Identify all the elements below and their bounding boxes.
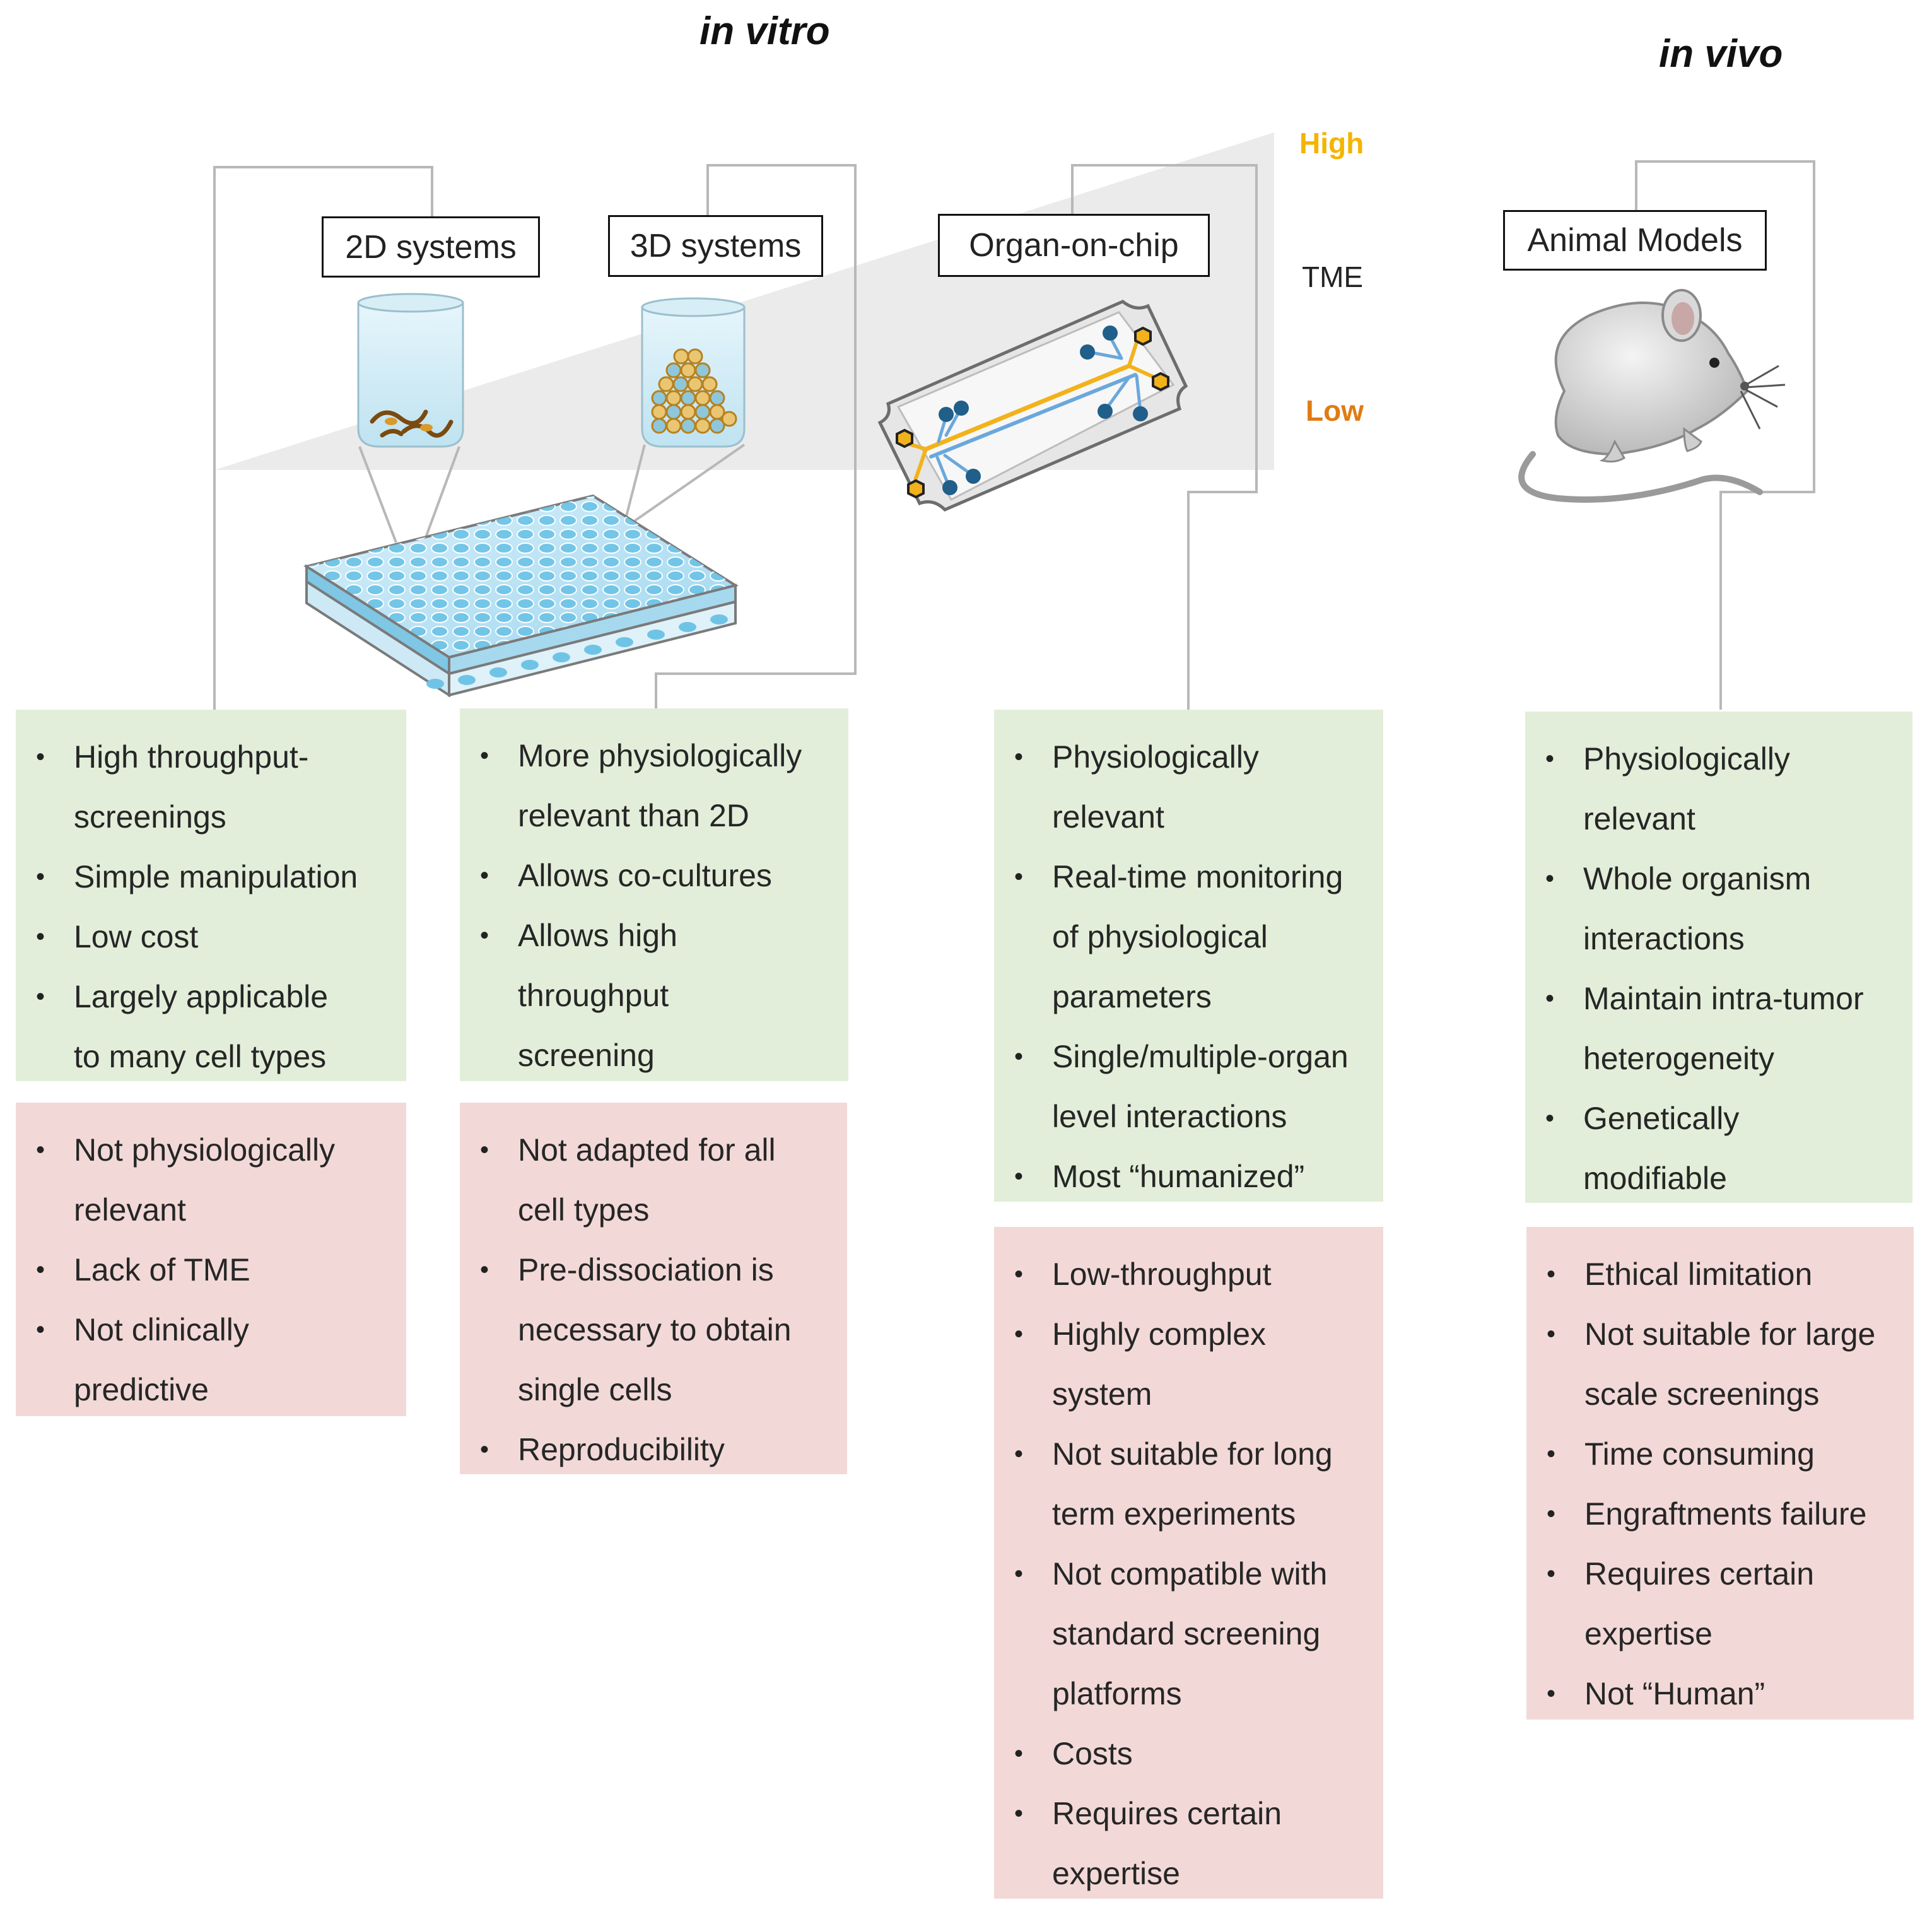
advantage-item: More physiologically relevant than 2D (460, 726, 808, 846)
limitation-item: Reproducibility (460, 1420, 841, 1480)
limitation-item: Ethical limitation (1526, 1245, 1907, 1304)
multiwell-plate (303, 494, 739, 698)
organ-on-chip-device (877, 300, 1188, 512)
tme-low-label: Low (1306, 394, 1364, 427)
advantage-item: Low cost (16, 907, 400, 967)
advantage-item: High throughput-screenings (16, 727, 339, 847)
ooc-advantages-list: Physiologically relevant Real-time monit… (994, 727, 1377, 1207)
3d-spheroid-tube (641, 297, 746, 448)
advantage-item: Largely applicable to many cell types (16, 967, 358, 1087)
limitation-item: Low-throughput (994, 1245, 1377, 1304)
advantage-item: Allows high throughput screening (460, 906, 789, 1086)
2d-advantages-list: High throughput-screenings Simple manipu… (16, 727, 400, 1087)
limitation-item: Requires certain expertise (1526, 1544, 1875, 1664)
2d-limitations-list: Not physiologically relevant Lack of TME… (16, 1120, 400, 1420)
advantage-item: Whole organism interactions (1525, 849, 1848, 969)
limitation-item: Not physiologically relevant (16, 1120, 358, 1240)
3d-advantages-list: More physiologically relevant than 2D Al… (460, 726, 842, 1146)
limitation-item: Pre-dissociation is necessary to obtain … (460, 1240, 833, 1420)
ooc-limitations-box: Low-throughput Highly complex system Not… (994, 1227, 1383, 1899)
limitation-item: Highly complex system (994, 1304, 1292, 1424)
animal-limitations-list: Ethical limitation Not suitable for larg… (1526, 1245, 1907, 1724)
advantage-item: Real-time monitoring of physiological pa… (994, 847, 1355, 1027)
animal-limitations-box: Ethical limitation Not suitable for larg… (1526, 1227, 1914, 1724)
animal-advantages-box: Physiologically relevant Whole organism … (1525, 712, 1912, 1203)
ooc-limitations-list: Low-throughput Highly complex system Not… (994, 1245, 1377, 1904)
animal-advantages-list: Physiologically relevant Whole organism … (1525, 729, 1906, 1209)
model-label-3d-systems: 3D systems (608, 215, 823, 277)
limitation-item: Not adapted for all cell types (460, 1120, 795, 1240)
advantage-item: Physiologically relevant (1525, 729, 1823, 849)
limitation-item: Not “Human” (1526, 1664, 1907, 1724)
advantage-item: Physiologically relevant (994, 727, 1292, 847)
limitation-item: Not compatible with standard screening p… (994, 1544, 1355, 1724)
limitation-item: Time consuming (1526, 1424, 1907, 1484)
mouse-illustration (1518, 289, 1786, 503)
2d-culture-tube (357, 293, 464, 448)
advantage-item: Allows co-cultures (460, 846, 842, 906)
limitation-item: Lack of TME (16, 1240, 400, 1300)
model-label-2d-systems: 2D systems (322, 216, 540, 278)
limitation-item: Not clinically predictive (16, 1300, 301, 1420)
advantage-item: Most “humanized” (994, 1147, 1377, 1207)
limitation-item: Not suitable for large scale screenings (1526, 1304, 1900, 1424)
advantage-item: Simple manipulation (16, 847, 400, 907)
advantage-item: Maintain intra-tumor heterogeneity (1525, 969, 1886, 1089)
connector-lines (213, 160, 1815, 710)
3d-limitations-box: Not adapted for all cell types Pre-disso… (460, 1103, 847, 1480)
model-label-animal-models: Animal Models (1503, 210, 1767, 271)
advantage-item: Genetically modifiable (1525, 1089, 1823, 1209)
limitation-item: Requires certain expertise (994, 1784, 1317, 1904)
2d-advantages-box: High throughput-screenings Simple manipu… (16, 710, 406, 1081)
advantage-item: Single/multiple-organ level interactions (994, 1027, 1355, 1147)
limitation-item: Costs (994, 1724, 1377, 1784)
tme-high-label: High (1299, 127, 1364, 160)
3d-limitations-list: Not adapted for all cell types Pre-disso… (460, 1120, 841, 1480)
2d-limitations-box: Not physiologically relevant Lack of TME… (16, 1103, 406, 1416)
3d-advantages-box: More physiologically relevant than 2D Al… (460, 708, 848, 1146)
limitation-item: Not suitable for long term experiments (994, 1424, 1355, 1544)
in-vitro-heading: in vitro (700, 9, 830, 53)
ooc-advantages-box: Physiologically relevant Real-time monit… (994, 710, 1383, 1207)
limitation-item: Engraftments failure (1526, 1484, 1907, 1544)
tme-axis-label: TME (1302, 261, 1364, 293)
in-vivo-heading: in vivo (1659, 32, 1783, 76)
model-label-organ-on-chip: Organ-on-chip (938, 214, 1210, 277)
